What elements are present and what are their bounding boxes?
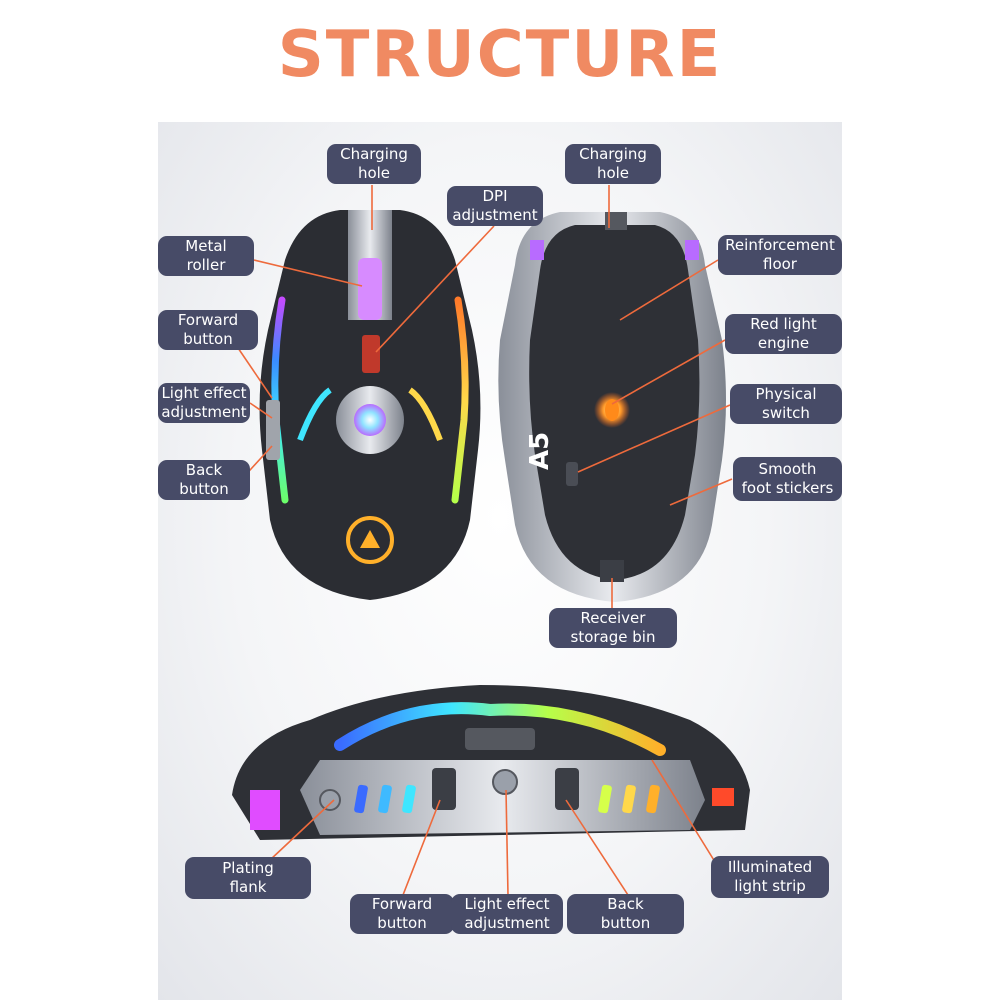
label-illuminated-light-strip: Illuminated light strip (711, 856, 829, 898)
model-print: A5 (525, 432, 555, 470)
label-light-effect-top: Light effect adjustment (158, 383, 250, 423)
label-red-light-engine: Red light engine (725, 314, 842, 354)
mouse-side-view (232, 685, 750, 840)
label-receiver-storage-bin: Receiver storage bin (549, 608, 677, 648)
label-back-button-top: Back button (158, 460, 250, 500)
label-smooth-foot-stickers: Smooth foot stickers (733, 457, 842, 501)
mouse-bottom-view: A5 (498, 212, 726, 602)
label-charging-hole-bottom: Charging hole (565, 144, 661, 184)
label-forward-button-top: Forward button (158, 310, 258, 350)
mouse-top-view (259, 210, 481, 600)
label-back-button-side: Back button (567, 894, 684, 934)
label-reinforcement-floor: Reinforcement floor (718, 235, 842, 275)
label-light-effect-side: Light effect adjustment (451, 894, 563, 934)
label-dpi-adjustment: DPI adjustment (447, 186, 543, 226)
leader-lines (235, 185, 733, 896)
label-physical-switch: Physical switch (730, 384, 842, 424)
label-forward-button-side: Forward button (350, 894, 454, 934)
label-charging-hole-top: Charging hole (327, 144, 421, 184)
label-plating-flank: Plating flank (185, 857, 311, 899)
page-title: STRUCTURE (277, 18, 723, 92)
label-metal-roller: Metal roller (158, 236, 254, 276)
